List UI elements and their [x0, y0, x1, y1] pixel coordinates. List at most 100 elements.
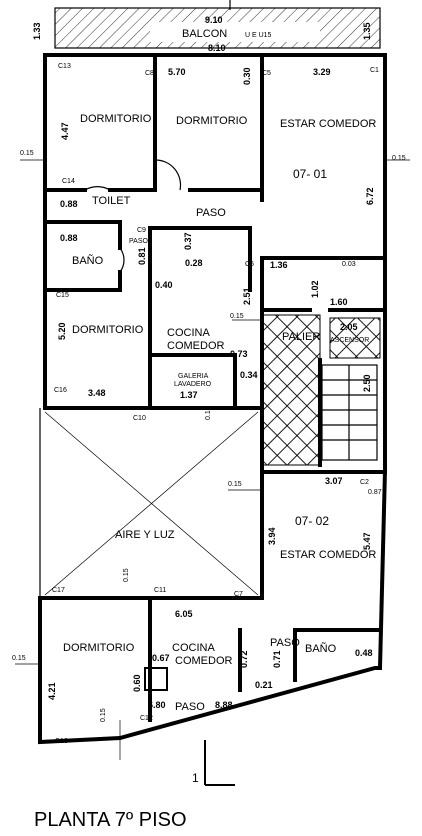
dim-4-21: 4.21 — [47, 682, 57, 700]
dim-3-29: 3.29 — [313, 67, 331, 77]
dim-0-40: 0.40 — [155, 280, 173, 290]
balcony: BALCON U E U15 9.10 8.10 1.33 1.35 — [32, 0, 381, 53]
room-paso-3: PASO — [270, 637, 300, 649]
column-c9: C9 — [137, 227, 146, 234]
dim-0-71: 0.71 — [272, 650, 282, 668]
door-marks — [84, 159, 182, 273]
dim-6-05: 6.05 — [175, 609, 193, 619]
room-aire-y-luz: AIRE Y LUZ — [115, 529, 175, 541]
dim-0-03: 0.03 — [342, 261, 356, 268]
room-estar-comedor-1: ESTAR COMEDOR — [280, 118, 376, 130]
dim-3-07: 3.07 — [325, 476, 343, 486]
room-lavadero: LAVADERO — [174, 381, 212, 388]
room-dormitorio-4: DORMITORIO — [63, 642, 135, 654]
room-dormitorio-3: DORMITORIO — [72, 324, 144, 336]
room-palier: PALIER — [282, 331, 320, 343]
dim-0-15-c: 0.15 — [230, 313, 244, 320]
dim-6-72: 6.72 — [365, 187, 375, 205]
room-cocina-1: COCINA — [167, 327, 210, 339]
dim-0-15-b: 0.15 — [392, 155, 406, 162]
room-paso-2: PASO — [129, 238, 148, 245]
balcony-dim-left: 1.33 — [32, 22, 42, 40]
room-bano-2: BAÑO — [305, 642, 337, 655]
dim-0-15-f: 0.15 — [123, 568, 130, 582]
dim-0-48: 0.48 — [355, 648, 373, 658]
room-comedor-1: COMEDOR — [167, 340, 225, 352]
dim-1-37: 1.37 — [180, 390, 198, 400]
dim-0-60: 0.60 — [132, 674, 142, 692]
dim-0-21: 0.21 — [255, 680, 273, 690]
dim-0-73: 0.73 — [230, 349, 248, 359]
dim-0-87: 0.87 — [368, 489, 382, 496]
dim-2-05: 2.05 — [340, 322, 358, 332]
dim-3-48: 3.48 — [88, 388, 106, 398]
dimension-lines — [15, 159, 410, 760]
dim-3-94: 3.94 — [267, 527, 277, 545]
dim-0-15-e: 0.15 — [12, 655, 26, 662]
scale-number: 1 — [192, 771, 199, 785]
dim-0-88-a: 0.88 — [60, 199, 78, 209]
column-c12: C12 — [140, 715, 153, 722]
room-ascensor: ASCENSOR — [330, 337, 369, 344]
column-c6: C6 — [245, 261, 254, 268]
balcony-tag: U E U15 — [245, 32, 272, 39]
dim-5-70: 5.70 — [168, 67, 186, 77]
room-dormitorio-1: DORMITORIO — [80, 113, 152, 125]
dim-0-88-b: 0.88 — [60, 233, 78, 243]
dim-1-36: 1.36 — [270, 260, 288, 270]
dim-0-81: 0.81 — [137, 247, 147, 265]
room-comedor-2: COMEDOR — [175, 655, 233, 667]
dim-0-67: 0.67 — [152, 653, 170, 663]
room-paso-1: PASO — [196, 207, 226, 219]
dim-6-80: 6.80 — [148, 700, 166, 710]
dim-4-47: 4.47 — [60, 122, 70, 140]
column-c18: C18 — [55, 738, 68, 745]
room-estar-comedor-2: ESTAR COMEDOR — [280, 549, 376, 561]
balcony-dim-right: 1.35 — [362, 22, 372, 40]
dim-0-72: 0.72 — [239, 650, 249, 668]
column-c8: C8 — [145, 70, 154, 77]
dim-0-15-h: 0.15 — [205, 406, 212, 420]
page-title: PLANTA 7º PISO — [34, 809, 187, 831]
lower-inner-walls — [144, 596, 382, 722]
column-c5: C5 — [262, 70, 271, 77]
dim-1-02: 1.02 — [310, 280, 320, 298]
room-bano-1: BAÑO — [72, 254, 104, 267]
dim-5-20: 5.20 — [57, 322, 67, 340]
balcony-dim-1: 9.10 — [205, 15, 223, 25]
dim-5-47: 5.47 — [362, 532, 372, 550]
dim-0-30: 0.30 — [242, 67, 252, 85]
unit-07-02: 07- 02 — [295, 514, 329, 528]
balcony-label: BALCON — [182, 28, 227, 40]
light-well — [44, 411, 259, 596]
outer-walls — [37, 53, 388, 745]
room-paso-4: PASO — [175, 701, 205, 713]
column-c14: C14 — [62, 178, 75, 185]
dim-0-34: 0.34 — [240, 370, 258, 380]
column-c15: C15 — [56, 292, 69, 299]
dim-2-51: 2.51 — [242, 287, 252, 305]
dim-0-37: 0.37 — [183, 232, 193, 250]
column-c17: C17 — [52, 587, 65, 594]
dim-0-28: 0.28 — [185, 258, 203, 268]
room-cocina-2: COCINA — [172, 642, 215, 654]
room-toilet: TOILET — [92, 195, 131, 207]
room-dormitorio-2: DORMITORIO — [176, 115, 248, 127]
dim-8-88: 8.88 — [215, 700, 233, 710]
column-c16: C16 — [54, 387, 67, 394]
dim-0-15-d: 0.15 — [228, 481, 242, 488]
column-c7: C7 — [234, 591, 243, 598]
dim-0-15-g: 0.15 — [100, 708, 107, 722]
column-c2: C2 — [360, 479, 369, 486]
dim-1-60: 1.60 — [330, 297, 348, 307]
dim-0-15-a: 0.15 — [20, 150, 34, 157]
balcony-dim-2: 8.10 — [208, 43, 226, 53]
scale-mark: 1 — [192, 740, 235, 786]
unit-07-01: 07- 01 — [293, 167, 327, 181]
dim-2-50: 2.50 — [362, 374, 372, 392]
column-c10: C10 — [133, 415, 146, 422]
column-c13: C13 — [58, 63, 71, 70]
column-c11: C11 — [154, 587, 166, 594]
column-c1: C1 — [370, 67, 379, 74]
